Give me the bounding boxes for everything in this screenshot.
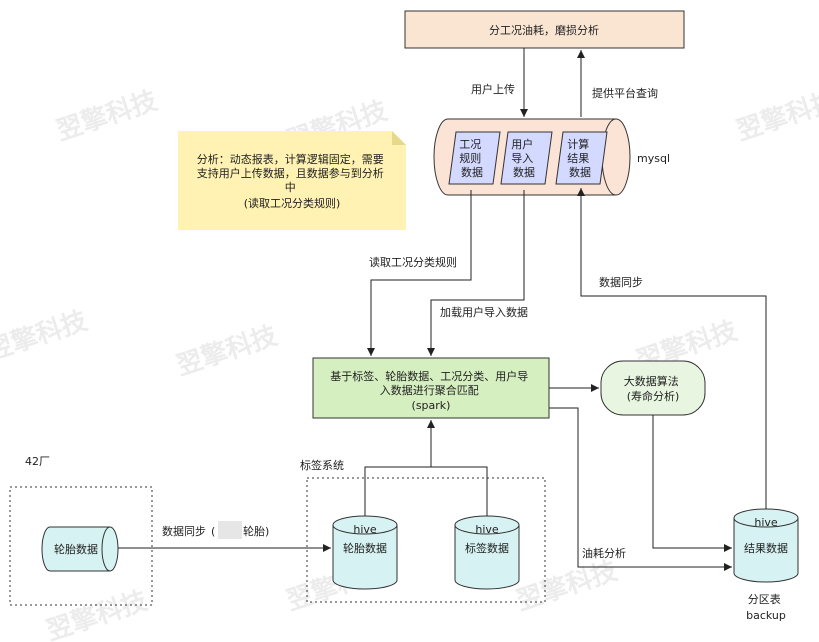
edge-label-user-upload: 用户上传 — [471, 82, 515, 96]
watermark: 翌擎科技 — [0, 306, 91, 367]
hive-tire-cylinder — [332, 515, 398, 590]
factory-tire-data-cylinder — [41, 526, 119, 572]
factory-container — [9, 486, 153, 606]
table-calc-result — [555, 131, 608, 185]
edge-label-tire: 轮胎) — [243, 524, 269, 538]
table-workcondition-rules — [448, 131, 501, 185]
spark-aggregation-label: 基于标签、轮胎数据、工况分类、用户导 入数据进行聚合匹配 (spark) — [330, 369, 532, 412]
analysis-top-label: 分工况油耗，磨损分析 — [489, 23, 599, 37]
edge-label-load-user-data: 加载用户导入数据 — [440, 305, 528, 319]
mysql-label: mysql — [637, 152, 670, 165]
result-data-cylinder — [733, 508, 799, 583]
edge-read-rules — [367, 190, 472, 356]
edge-tag-system-join — [364, 466, 488, 516]
hive-tag-label: 标签数据 — [465, 541, 509, 555]
bigdata-algorithm-box — [600, 360, 706, 416]
table-user-import-label: 用户 导入 数据 — [511, 137, 537, 179]
edge-label-paren-open: ( — [211, 525, 215, 538]
table-user-import — [500, 131, 553, 185]
edge-load-user-data — [427, 190, 525, 356]
edge-label-data-sync-right: 数据同步 — [599, 275, 643, 289]
hive-tag-cylinder — [454, 515, 520, 590]
note-fold — [392, 131, 406, 145]
hive-tag-header: hive — [475, 523, 499, 536]
tag-system-label: 标签系统 — [300, 458, 344, 472]
hive-tire-header: hive — [353, 523, 377, 536]
result-data-header: hive — [754, 516, 778, 529]
watermark: 翌擎科技 — [733, 86, 819, 147]
table-calc-result-label: 计算 结果 数据 — [567, 137, 593, 179]
analysis-note — [178, 131, 406, 230]
edge-bigdata-to-result — [652, 415, 732, 552]
spark-aggregation-box — [312, 357, 550, 419]
bigdata-algorithm-label: 大数据算法 (寿命分析) — [624, 374, 683, 403]
edge-label-platform-query: 提供平台查询 — [592, 86, 658, 100]
watermark: 翌擎科技 — [173, 321, 281, 382]
result-data-label: 结果数据 — [744, 541, 788, 555]
edge-label-fuel-analysis: 油耗分析 — [582, 546, 626, 560]
watermark: 翌擎科技 — [513, 556, 621, 617]
table-workcondition-rules-label: 工况 规则 数据 — [459, 138, 485, 179]
redacted-block — [218, 521, 242, 539]
factory-label: 42厂 — [25, 455, 50, 468]
analysis-note-text: 分析：动态报表，计算逻辑固定，需要 支持用户上传数据，且数据参与到分析 中 (读… — [197, 152, 388, 210]
hive-tire-label: 轮胎数据 — [343, 541, 387, 555]
watermark: 翌擎科技 — [43, 586, 151, 642]
edge-label-read-rules: 读取工况分类规则 — [369, 255, 457, 269]
edge-fuel-analysis — [549, 407, 732, 571]
watermark: 翌擎科技 — [53, 86, 161, 147]
result-data-caption: 分区表 backup — [746, 592, 786, 622]
edge-data-sync-result — [577, 188, 767, 509]
edge-label-data-sync-left: 数据同步 — [162, 524, 206, 538]
analysis-top-box — [404, 10, 685, 49]
tag-system-container — [306, 477, 546, 603]
factory-tire-data-label: 轮胎数据 — [54, 542, 98, 556]
